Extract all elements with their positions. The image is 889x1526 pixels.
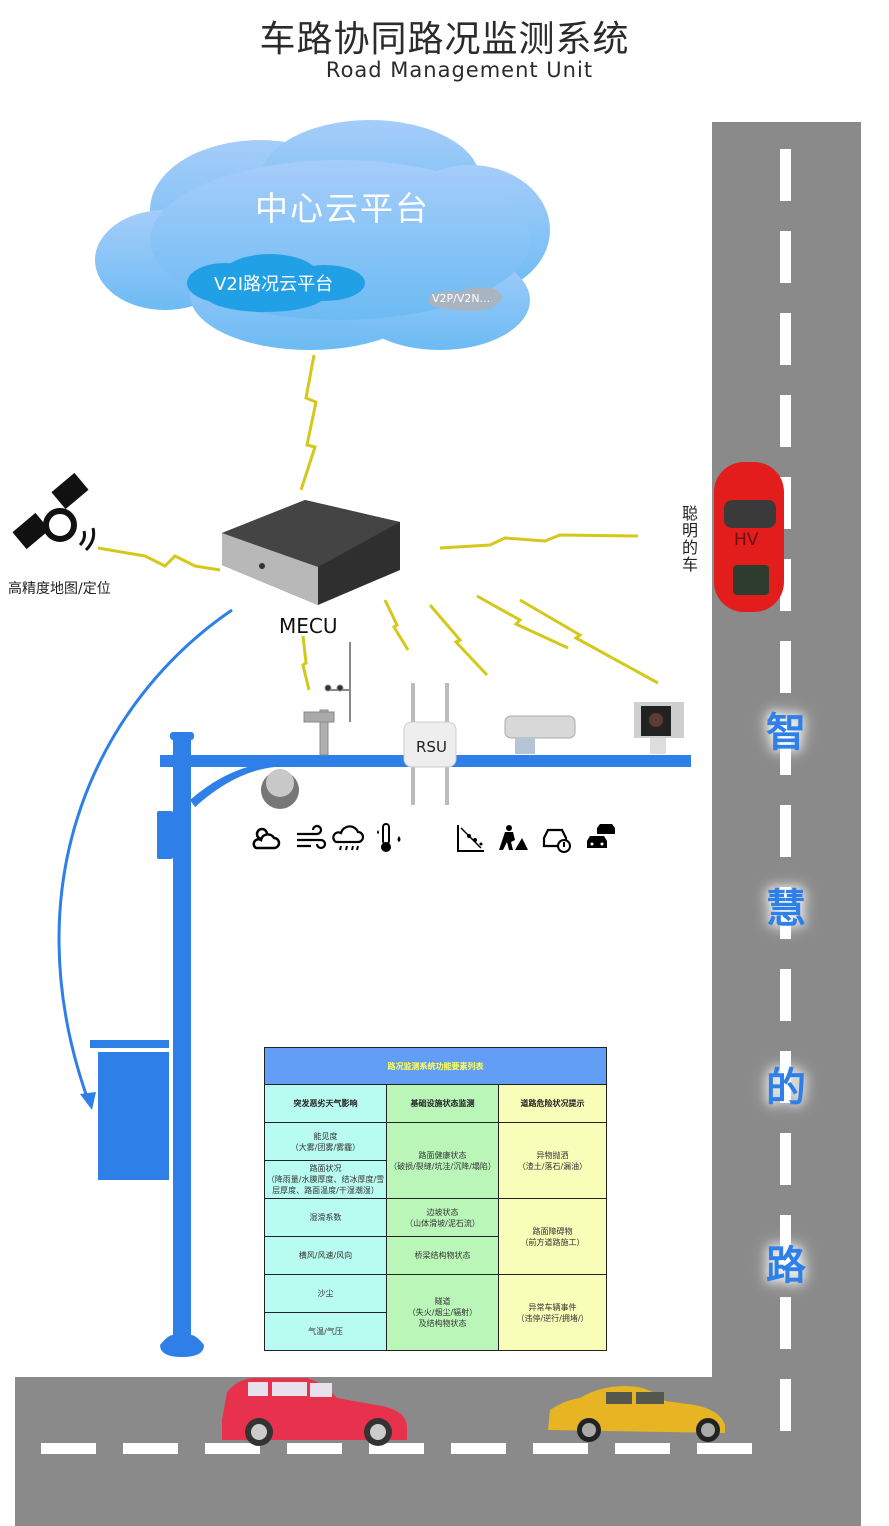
weather-station — [303, 642, 351, 756]
road-word-4: 路 — [766, 1243, 806, 1289]
road-word-3: 的 — [766, 1065, 806, 1111]
central-cloud-label: 中心云平台 — [255, 189, 430, 228]
table-cell: 沙尘 — [264, 1274, 387, 1313]
wind-icon — [297, 824, 327, 850]
table-cell: 能见度（大雾/团雾/雾霾） — [264, 1122, 387, 1161]
vehicle-warning-icon — [542, 828, 571, 853]
column-header-weather: 突发恶劣天气影响 — [264, 1084, 387, 1123]
table-cell: 异常车辆事件（违停/逆行/拥堵/） — [498, 1274, 607, 1351]
table-cell: 路面状况（降雨量/水膜厚度、结冰厚度/雪层厚度、路面温度/干湿潮湿） — [264, 1160, 387, 1199]
mecu-label: MECU — [279, 614, 338, 638]
v2p-cloud-label: V2P/V2N... — [432, 292, 491, 305]
central-cloud-shape — [95, 120, 550, 350]
mecu-device — [222, 500, 400, 605]
column-header-infrastructure: 基础设施状态监测 — [386, 1084, 499, 1123]
rain-cloud-icon — [332, 825, 364, 851]
table-cell: 隧道（失火/烟尘/辐射）及结构物状态 — [386, 1274, 499, 1351]
light-pole — [90, 732, 691, 1357]
dome-camera — [261, 769, 299, 809]
table-title: 路况监测系统功能要素列表 — [264, 1047, 607, 1085]
map-positioning-label: 高精度地图/定位 — [8, 581, 111, 597]
table-cell: 湿滑系数 — [264, 1198, 387, 1237]
table-cell: 边坡状态（山体滑坡/泥石流） — [386, 1198, 499, 1237]
box-camera — [504, 715, 576, 754]
traffic-camera — [634, 702, 684, 754]
road-word-2: 慧 — [766, 886, 806, 932]
flow-arrow — [57, 608, 233, 1101]
function-elements-table: 路况监测系统功能要素列表 突发恶劣天气影响 基础设施状态监测 道路危险状况提示 … — [264, 1047, 607, 1351]
column-header-hazards: 道路危险状况提示 — [498, 1084, 607, 1123]
v2i-cloud-shape — [187, 254, 365, 312]
table-cell: 气温/气压 — [264, 1312, 387, 1351]
table-cell: 桥梁结构物状态 — [386, 1236, 499, 1275]
landslide-icon — [457, 825, 484, 852]
thermometer-humidity-icon — [377, 823, 401, 852]
page-title: 车路协同路况监测系统 — [259, 19, 630, 60]
satellite-icon — [12, 472, 96, 552]
partly-cloudy-icon — [252, 827, 281, 850]
v2p-cloud-shape — [428, 287, 502, 311]
hv-label: HV — [734, 530, 759, 550]
page-subtitle: Road Management Unit — [325, 58, 594, 82]
hv-car — [714, 462, 784, 612]
table-cell: 横风/风速/风向 — [264, 1236, 387, 1275]
rsu-label: RSU — [416, 738, 447, 756]
v2i-cloud-label: V2I路况云平台 — [214, 274, 334, 295]
table-cell: 异物抛洒（渣土/落石/漏油） — [498, 1122, 607, 1199]
signal-bolts — [97, 354, 659, 691]
road-word-1: 智 — [766, 710, 806, 756]
arrow-head-icon — [80, 1092, 96, 1110]
traffic-jam-icon — [587, 824, 615, 848]
table-cell: 路面障碍物（前方道路施工） — [498, 1198, 607, 1275]
smart-car-label: 聪明的车 — [681, 504, 698, 574]
horizontal-lane-dashes — [41, 1443, 752, 1454]
road-work-icon — [499, 825, 528, 850]
table-cell: 路面健康状态（破损/裂缝/坑洼/沉降/塌陷） — [386, 1122, 499, 1199]
vertical-lane-dashes — [780, 149, 791, 1431]
rsu-device — [403, 683, 457, 805]
